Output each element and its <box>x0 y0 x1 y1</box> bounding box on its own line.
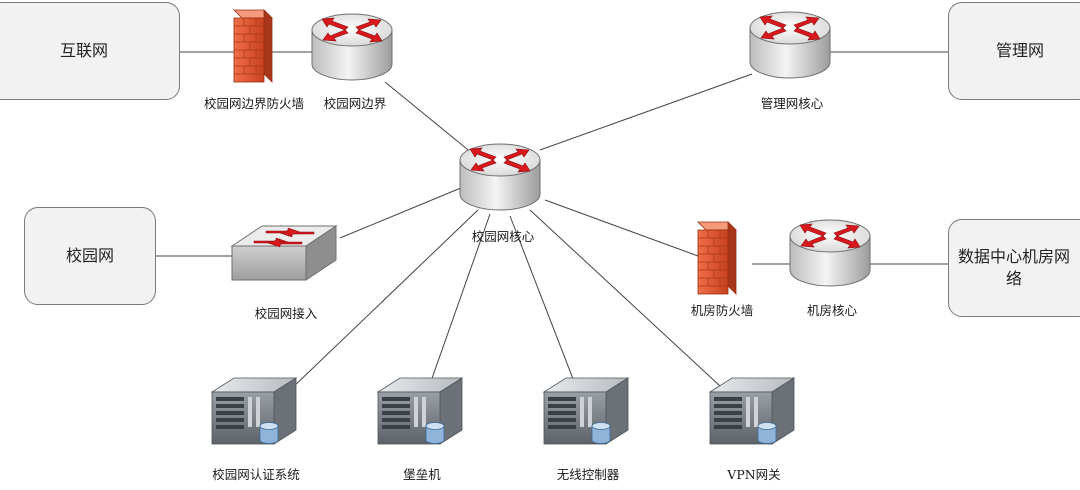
vpn-gateway-label: VPN网关 <box>726 467 780 482</box>
mgmt-network-box: 管理网 <box>948 2 1080 100</box>
datacenter-network-box: 数据中心机房网络 <box>948 219 1080 317</box>
link-core-mgmtcore <box>539 73 753 151</box>
link-core-dcfirewall <box>544 199 699 257</box>
wlan-controller-label: 无线控制器 <box>557 467 620 482</box>
dc-firewall-label: 机房防火墙 <box>691 303 754 318</box>
auth-server-label: 校园网认证系统 <box>212 467 300 482</box>
datacenter-network-label: 数据中心机房网络 <box>957 247 1070 288</box>
wlan-controller-server-icon <box>543 377 629 445</box>
border-router-icon <box>311 13 393 81</box>
vpn-gateway-server-icon <box>709 377 795 445</box>
bastion-server-icon <box>377 377 463 445</box>
dc-core-label: 机房核心 <box>807 303 858 318</box>
internet-box: 互联网 <box>0 2 180 100</box>
border-firewall-label: 校园网边界防火墙 <box>204 96 304 111</box>
link-border-core <box>384 81 479 159</box>
link-core-auth <box>289 209 479 391</box>
auth-server-icon <box>211 377 297 445</box>
link-access-core <box>339 184 469 239</box>
campus-core-label: 校园网核心 <box>472 229 535 244</box>
mgmt-core-label: 管理网核心 <box>761 96 824 111</box>
border-router-label: 校园网边界 <box>324 96 387 111</box>
campus-access-switch-icon <box>231 225 337 281</box>
border-firewall-icon <box>233 9 273 83</box>
mgmt-core-router-icon <box>749 11 831 79</box>
bastion-server-label: 堡垒机 <box>403 467 441 482</box>
link-core-bastion <box>429 213 491 385</box>
campus-network-box: 校园网 <box>24 207 156 305</box>
link-core-vpn <box>529 209 721 387</box>
link-core-wlan <box>509 215 576 385</box>
mgmt-network-label: 管理网 <box>995 41 1044 61</box>
campus-access-label: 校园网接入 <box>255 306 318 321</box>
campus-network-label: 校园网 <box>65 246 114 266</box>
dc-firewall-icon <box>697 221 737 295</box>
internet-label: 互联网 <box>59 41 108 61</box>
campus-core-router-icon <box>459 143 541 211</box>
dc-core-router-icon <box>789 219 871 287</box>
connection-lines <box>156 51 948 391</box>
